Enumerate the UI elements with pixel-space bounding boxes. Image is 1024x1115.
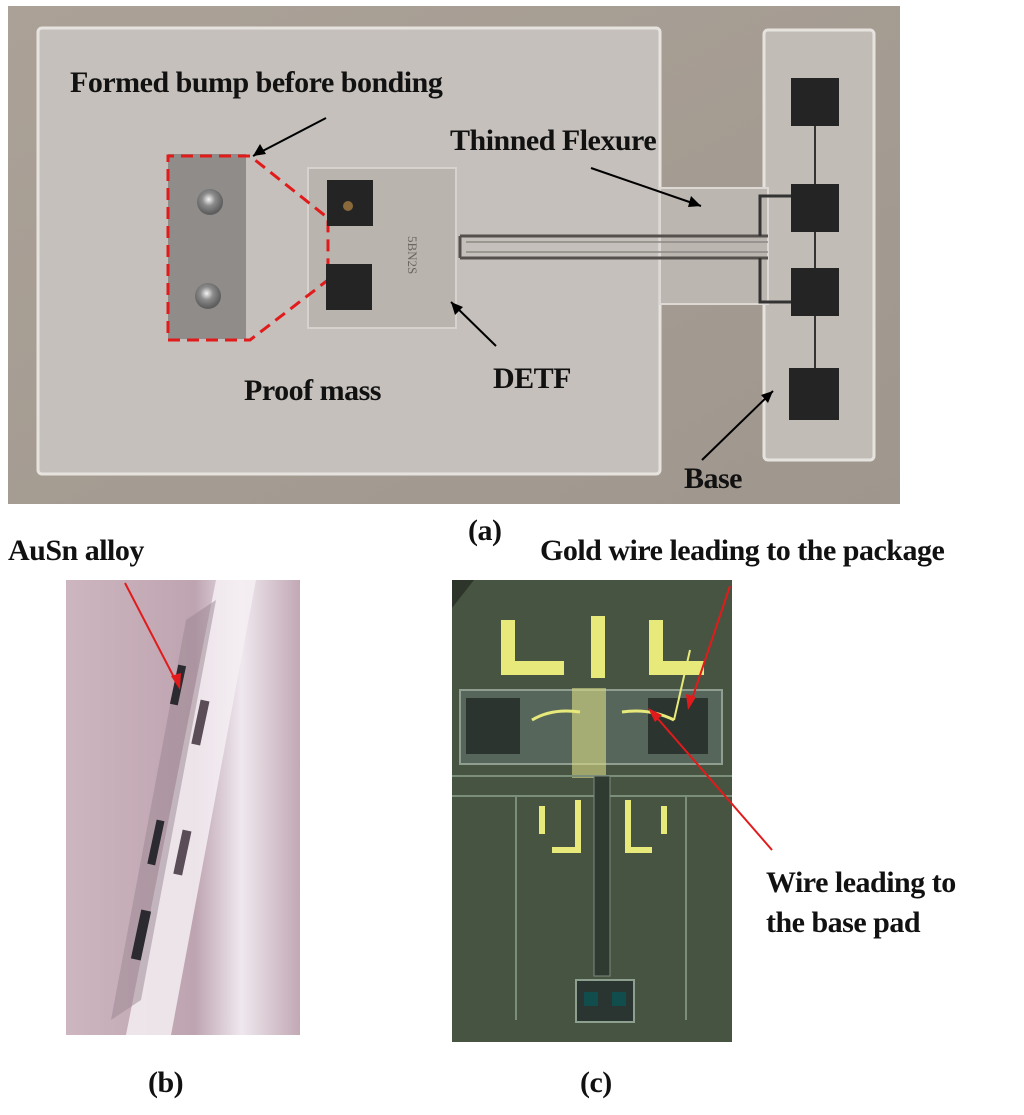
detf-beams	[458, 234, 768, 260]
die-marking: 5BN2S	[405, 236, 420, 274]
proof-mass-pad-bottom	[326, 264, 372, 310]
gold-trace-left	[501, 620, 564, 675]
base-pad-1	[791, 78, 839, 126]
arrow-base	[701, 390, 774, 461]
caption-a: (a)	[468, 514, 502, 547]
label-base: Base	[684, 462, 743, 495]
photo-panel-c	[452, 580, 732, 1042]
bump-bottom	[195, 283, 221, 309]
label-detf: DETF	[493, 362, 572, 395]
label-gold-wire: Gold wire leading to the package	[540, 534, 945, 567]
label-ausn-alloy: AuSn alloy	[8, 534, 144, 567]
base-pad-2	[791, 184, 839, 232]
base-pad-4	[789, 368, 839, 420]
gold-trace-right	[649, 620, 704, 675]
wire-package	[673, 649, 691, 721]
label-wire-base-pad-2: the base pad	[766, 906, 921, 939]
base-pad-3	[791, 268, 839, 316]
caption-b: (b)	[148, 1066, 184, 1099]
bump-zoom-box	[168, 154, 246, 339]
label-thinned-flexure: Thinned Flexure	[450, 124, 657, 157]
arrow-thinned-flexure	[590, 167, 702, 207]
label-proof-mass: Proof mass	[244, 374, 381, 407]
photo-panel-a: 5BN2S	[8, 6, 900, 504]
bump-top	[197, 189, 223, 215]
photo-panel-b	[66, 580, 300, 1035]
label-wire-base-pad-1: Wire leading to	[766, 866, 956, 899]
bump-callout-outline	[166, 154, 330, 342]
wire-left	[531, 709, 581, 722]
caption-c: (c)	[580, 1066, 612, 1099]
label-formed-bump: Formed bump before bonding	[70, 66, 443, 99]
device-photo-b	[66, 580, 300, 1035]
device-photo-a: 5BN2S	[8, 6, 900, 504]
device-photo-c	[452, 580, 732, 1042]
